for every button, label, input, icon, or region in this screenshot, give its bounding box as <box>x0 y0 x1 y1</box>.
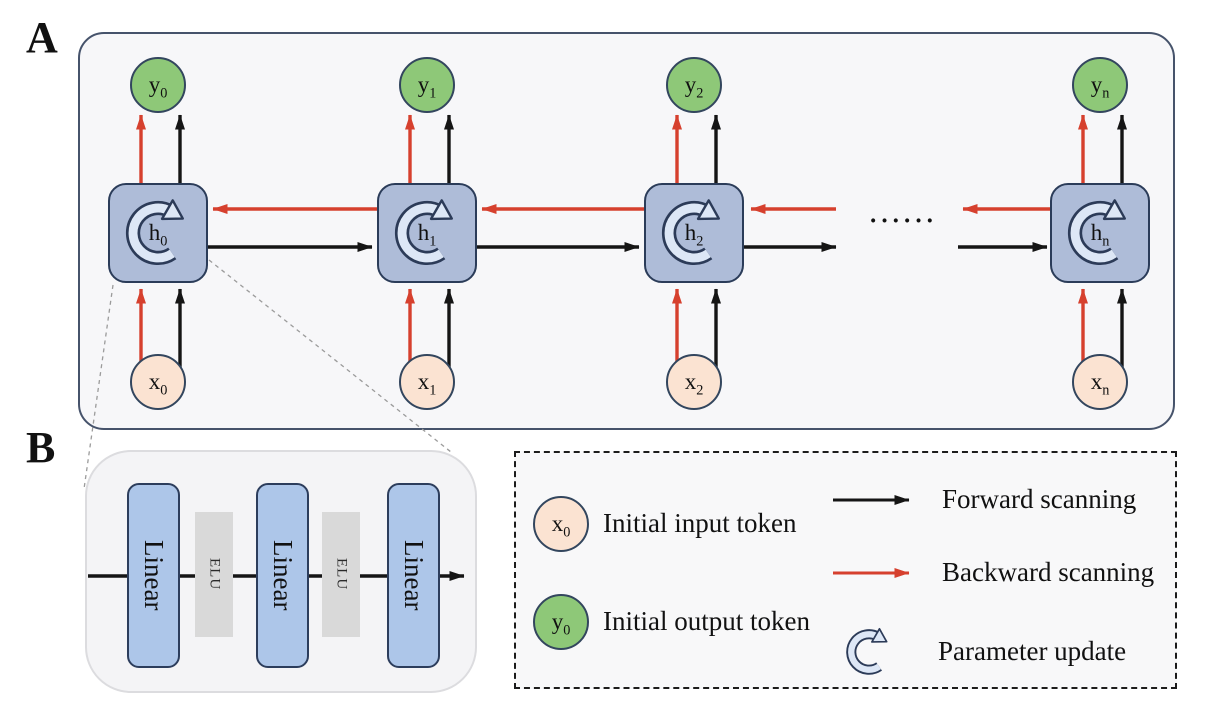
output-token-node: y2 <box>666 57 722 113</box>
node-label: x2 <box>684 369 704 399</box>
layer-label: ELU <box>333 558 350 591</box>
legend-item-forward-scanning: Forward scanning <box>830 484 1137 515</box>
parameter-update-icon <box>110 185 206 281</box>
legend-item-backward-scanning: Backward scanning <box>830 557 1155 588</box>
node-label: y1 <box>417 72 437 102</box>
output-token-node: y1 <box>399 57 455 113</box>
input-token-node: xn <box>1072 354 1128 410</box>
legend-item-parameter-update: Parameter update <box>842 625 1126 679</box>
input-token-node: x0 <box>130 354 186 410</box>
elu-activation-block: ELU <box>195 512 233 637</box>
hidden-state-block: h1 <box>377 183 477 283</box>
panel-a-label: A <box>26 13 58 62</box>
linear-layer-block: Linear <box>256 483 309 668</box>
input-token-node: x1 <box>399 354 455 410</box>
hidden-state-block: h2 <box>644 183 744 283</box>
hidden-state-block: h0 <box>108 183 208 283</box>
hidden-state-block: hn <box>1050 183 1150 283</box>
ellipsis-dots: ······ <box>868 208 938 235</box>
node-label: x1 <box>417 369 437 399</box>
node-label: x0 <box>148 369 168 399</box>
legend-label: Initial input token <box>603 508 797 539</box>
layer-label: Linear <box>399 540 429 611</box>
layer-label: Linear <box>268 540 298 611</box>
elu-activation-block: ELU <box>322 512 360 637</box>
node-label: y0 <box>148 72 168 102</box>
backward-arrow-icon <box>833 568 910 578</box>
linear-layer-block: Linear <box>127 483 180 668</box>
output-token-symbol: y0 <box>533 594 589 650</box>
symbol-label: y0 <box>551 609 571 639</box>
parameter-update-icon <box>646 185 742 281</box>
parameter-update-icon <box>379 185 475 281</box>
panel-a-container <box>78 32 1175 430</box>
node-label: h1 <box>417 220 437 250</box>
node-label: hn <box>1090 220 1110 250</box>
linear-layer-block: Linear <box>387 483 440 668</box>
parameter-update-icon <box>1052 185 1148 281</box>
legend-label: Backward scanning <box>942 557 1155 588</box>
legend-item-initial-input: x0 Initial input token <box>533 496 796 552</box>
input-token-symbol: x0 <box>533 496 589 552</box>
layer-label: Linear <box>139 540 169 611</box>
output-token-node: yn <box>1072 57 1128 113</box>
node-label: y2 <box>684 72 704 102</box>
layer-label: ELU <box>206 558 223 591</box>
panel-b-label: B <box>26 423 56 472</box>
legend-item-initial-output: y0 Initial output token <box>533 594 810 650</box>
legend-label: Initial output token <box>603 606 810 637</box>
legend-label: Forward scanning <box>942 484 1137 515</box>
legend-box <box>514 451 1177 689</box>
node-label: yn <box>1090 72 1110 102</box>
forward-arrow-icon <box>833 495 910 505</box>
node-label: h0 <box>148 220 168 250</box>
node-label: h2 <box>684 220 704 250</box>
node-label: xn <box>1090 369 1110 399</box>
output-token-node: y0 <box>130 57 186 113</box>
legend-label: Parameter update <box>938 636 1127 667</box>
parameter-update-icon <box>842 625 896 679</box>
symbol-label: x0 <box>551 511 571 541</box>
input-token-node: x2 <box>666 354 722 410</box>
